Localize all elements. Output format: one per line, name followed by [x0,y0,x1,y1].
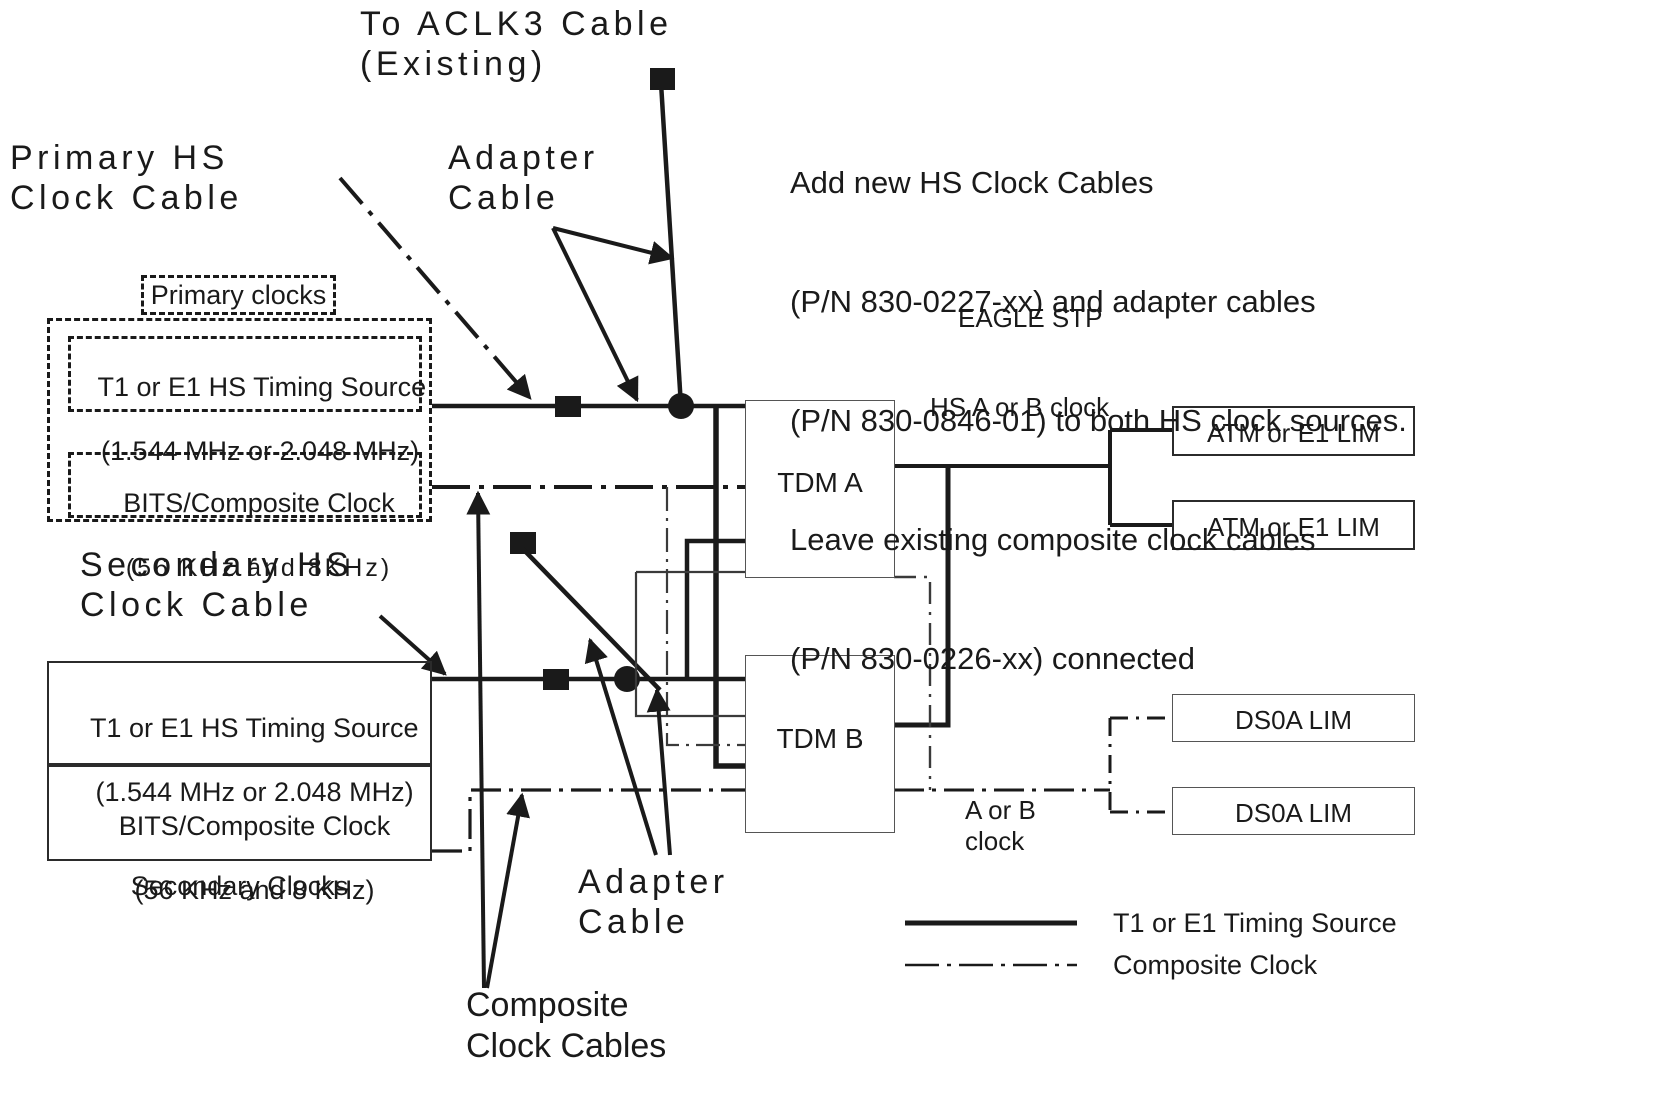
tdm-a-box [745,400,895,578]
callout-composite-clock-cables: Composite Clock Cables [466,986,667,1065]
callout-primary-hs-cable: Primary HS Clock Cable [10,139,243,218]
primary-hs-to-tdmb [713,406,745,769]
tdm-b-label: TDM B [776,723,864,754]
primary-clocks-title-box [141,275,336,315]
leader-composite-1 [466,490,491,989]
thin-route-a [634,572,745,718]
thin-route-composite-a [665,487,745,747]
primary-hs-source-line2: (1.544 MHz or 2.048 MHz) [100,435,420,466]
primary-composite-label: BITS/Composite Clock (56 KHz and 8KHz) [64,456,424,615]
connector-square-primary [555,396,581,417]
note-line-4: (P/N 830-0226-xx) connected [790,641,1195,677]
leader-composite-2 [485,792,530,989]
tdma-composite-out [894,575,932,790]
secondary-hs-source-label: T1 or E1 HS Timing Source (1.544 MHz or … [47,681,432,840]
leader-adapter-top-2 [552,226,675,265]
connector-square-secondary-adapter [510,532,536,554]
lim-box-1 [1172,500,1415,550]
primary-hs-source-block [68,336,422,412]
primary-hs-trunk [432,393,745,419]
secondary-hs-trunk [432,666,745,692]
callout-adapter-cable-top: Adapter Cable [448,139,599,218]
lim-box-2 [1172,694,1415,742]
legend-label-1: Composite Clock [1113,950,1318,980]
note-line-0: Add new HS Clock Cables [790,165,1154,201]
leader-adapter-bottom-1 [584,637,658,856]
eagle-stp-label: EAGLE STP [958,303,1103,333]
lim-label-2: DS0A LIM [1234,705,1353,735]
primary-clocks-title: Primary clocks [150,280,327,310]
primary-clocks-outer-frame [47,318,432,522]
primary-hs-source-label: T1 or E1 HS Timing Source (1.544 MHz or … [68,340,427,499]
connector-round-secondary [614,666,640,692]
secondary-hs-source-block [47,661,432,765]
secondary-hs-source-line1: T1 or E1 HS Timing Source [89,712,419,743]
tdm-b-box [745,655,895,833]
callout-aclk3-cable: To ACLK3 Cable (Existing) [360,5,673,84]
lim-label-3: DS0A LIM [1234,798,1353,828]
secondary-hs-to-tdma [684,538,745,679]
lim-box-0 [1172,406,1415,456]
callout-secondary-hs-cable: Secondary HS Clock Cable [80,546,354,625]
aclk3-cable [650,68,684,407]
note-line-1: (P/N 830-0227-xx) and adapter cables [790,284,1316,320]
note-line-3: Leave existing composite clock cables [790,522,1316,558]
secondary-composite-line2: (56 KHz and 8 KHz) [134,874,375,905]
installation-note: Add new HS Clock Cables (P/N 830-0227-xx… [790,84,1407,758]
secondary-composite-label: BITS/Composite Clock (56 KHz and 8 KHz) [47,779,432,938]
ab-clock-distribution [894,716,1172,814]
lim-label-0: ATM or E1 LIM [1207,418,1380,448]
secondary-composite-line [432,788,745,853]
hs-clock-label: HS A or B clock [930,392,1110,422]
primary-composite-line2: (56 KHz and 8KHz) [125,553,393,582]
note-line-2: (P/N 830-0846-01) to both HS clock sourc… [790,403,1407,439]
leader-primary-hs-cable [338,176,532,400]
hs-clock-distribution [894,428,1172,728]
leader-adapter-top-1 [551,227,639,403]
secondary-composite-line1: BITS/Composite Clock [118,810,391,841]
primary-composite-block [68,452,422,518]
primary-hs-source-line1: T1 or E1 HS Timing Source [97,371,427,402]
secondary-composite-block [47,765,432,861]
lim-box-3 [1172,787,1415,835]
primary-composite-line1: BITS/Composite Clock [123,487,395,518]
connector-square-aclk3 [650,68,675,90]
secondary-adapter-cable [510,532,662,692]
leader-adapter-bottom-2 [646,687,672,856]
secondary-hs-source-line2: (1.544 MHz or 2.048 MHz) [95,776,414,807]
connector-square-secondary [543,669,569,690]
tdm-a-label: TDM A [777,467,863,498]
callout-adapter-cable-bottom: Adapter Cable [578,863,729,942]
leader-secondary-hs-cable [378,614,447,676]
legend-label-0: T1 or E1 Timing Source [1113,908,1397,938]
secondary-clocks-title: Secondary Clocks [130,871,349,901]
ab-clock-label: A or B clock [965,795,1036,857]
lim-label-1: ATM or E1 LIM [1207,512,1380,542]
